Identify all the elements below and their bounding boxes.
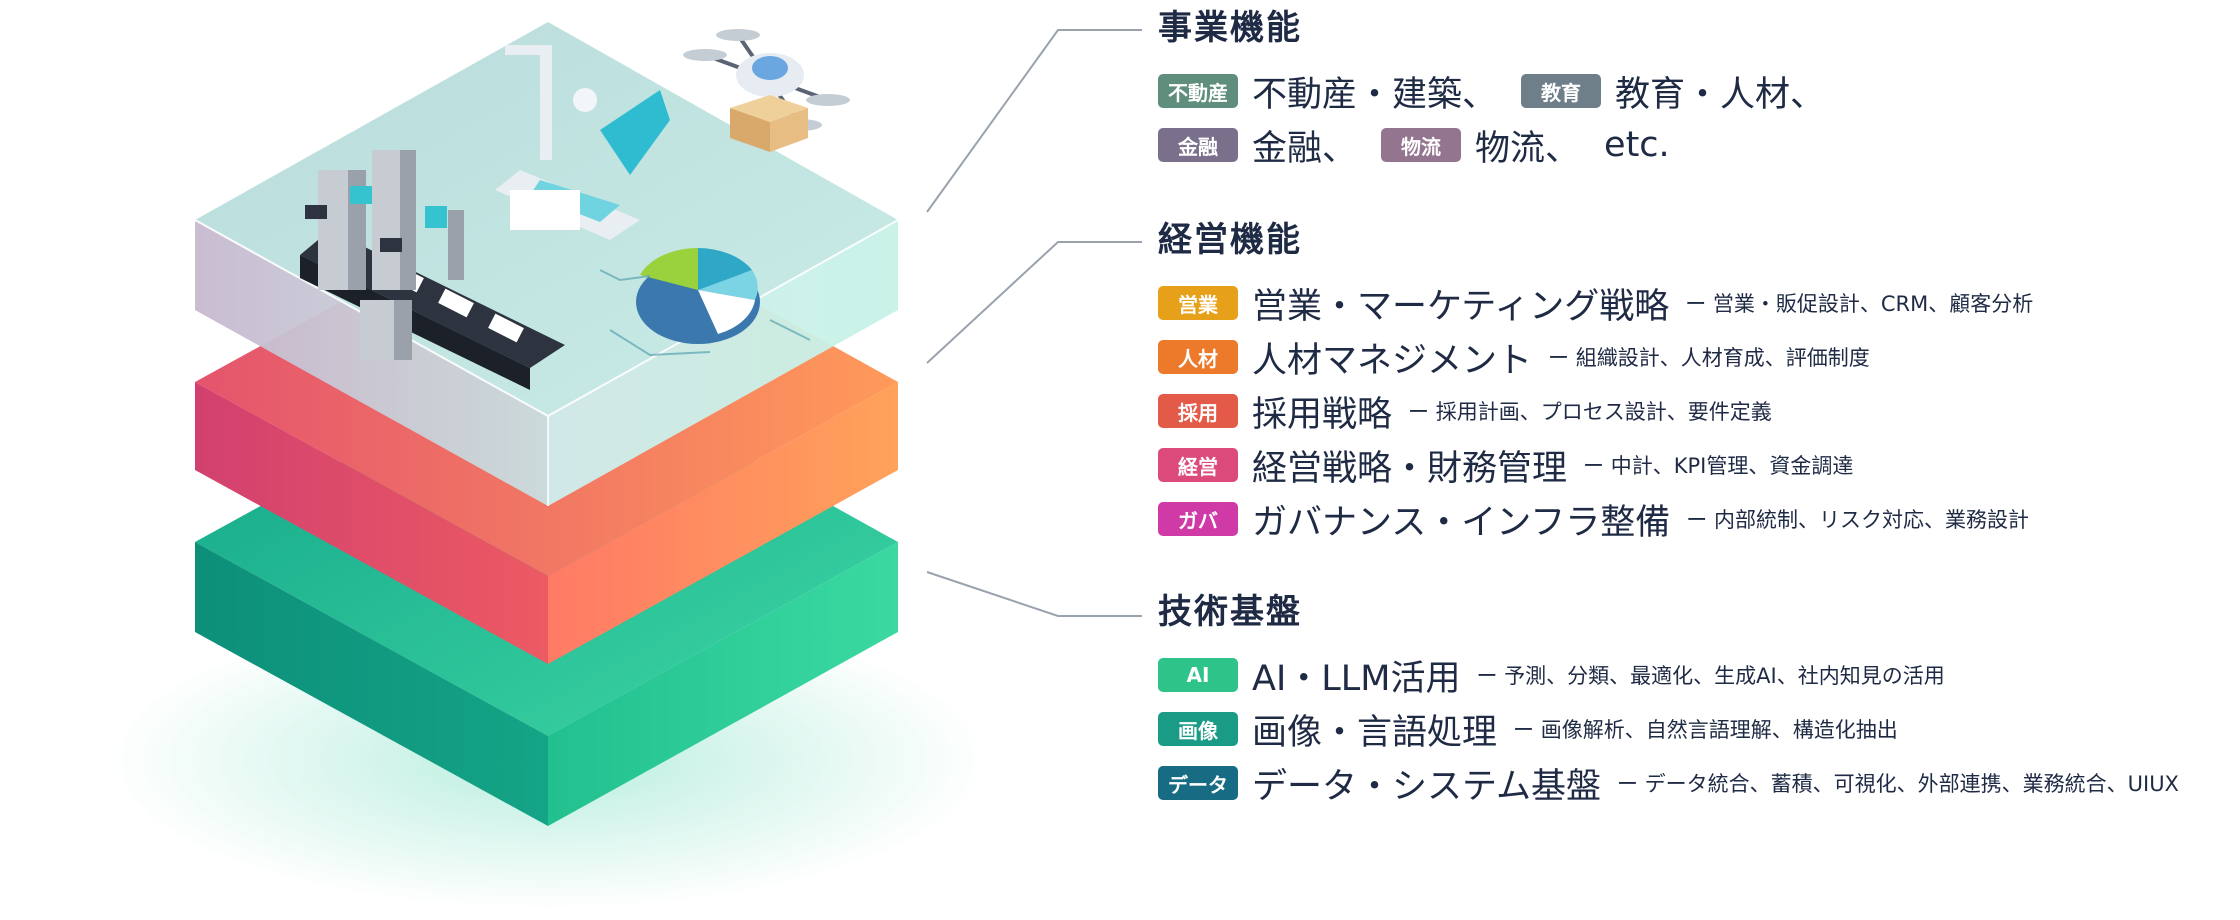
drone-icon bbox=[683, 29, 850, 152]
circuit-lines bbox=[599, 269, 811, 357]
badge-governance: ガバ bbox=[1158, 502, 1238, 536]
detail-hr: ー 組織設計、人材育成、評価制度 bbox=[1548, 346, 1870, 370]
badge-sales: 営業 bbox=[1158, 286, 1238, 320]
badge-finance: 金融 bbox=[1158, 128, 1238, 162]
detail-sales: ー 営業・販促設計、CRM、顧客分析 bbox=[1685, 292, 2034, 316]
management-row: 人材 人材マネジメント ー 組織設計、人材育成、評価制度 bbox=[1158, 330, 2033, 384]
section-title-business: 事業機能 bbox=[1158, 8, 1302, 48]
label-recruiting: 採用戦略 bbox=[1252, 394, 1393, 435]
label-real-estate: 不動産・建築、 bbox=[1252, 74, 1498, 115]
detail-recruiting: ー 採用計画、プロセス設計、要件定義 bbox=[1408, 400, 1772, 424]
badge-image: 画像 bbox=[1158, 712, 1238, 746]
tech-row: データ データ・システム基盤 ー データ統合、蓄積、可視化、外部連携、業務統合、… bbox=[1158, 756, 2179, 810]
detail-strategy: ー 中計、KPI管理、資金調達 bbox=[1583, 454, 1854, 478]
tech-row: 画像 画像・言語処理 ー 画像解析、自然言語理解、構造化抽出 bbox=[1158, 702, 2179, 756]
label-sales: 営業・マーケティング戦略 bbox=[1252, 286, 1670, 327]
management-row: 経営 経営戦略・財務管理 ー 中計、KPI管理、資金調達 bbox=[1158, 438, 2033, 492]
section-business: 事業機能 不動産 不動産・建築、 教育 教育・人材、 金融 金融、 物流 物流、… bbox=[1158, 6, 1825, 172]
label-education: 教育・人材、 bbox=[1615, 74, 1826, 115]
management-row: 営業 営業・マーケティング戦略 ー 営業・販促設計、CRM、顧客分析 bbox=[1158, 276, 2033, 330]
layer-stack-illustration bbox=[108, 22, 988, 910]
business-row-1: 不動産 不動産・建築、 教育 教育・人材、 bbox=[1158, 64, 1825, 118]
badge-logistics: 物流 bbox=[1381, 128, 1462, 162]
pie-chart-icon bbox=[636, 247, 760, 344]
label-image: 画像・言語処理 bbox=[1252, 712, 1498, 753]
badge-hr: 人材 bbox=[1158, 340, 1238, 374]
label-hr: 人材マネジメント bbox=[1252, 340, 1533, 381]
label-logistics: 物流、 bbox=[1475, 128, 1581, 169]
label-finance: 金融、 bbox=[1252, 128, 1358, 169]
section-title-tech: 技術基盤 bbox=[1158, 592, 1302, 632]
label-data: データ・システム基盤 bbox=[1252, 766, 1601, 807]
badge-education: 教育 bbox=[1521, 74, 1602, 108]
section-title-management: 経営機能 bbox=[1158, 220, 1302, 260]
detail-governance: ー 内部統制、リスク対応、業務設計 bbox=[1686, 508, 2029, 532]
badge-recruiting: 採用 bbox=[1158, 394, 1238, 428]
business-row-2: 金融 金融、 物流 物流、 etc. bbox=[1158, 118, 1825, 172]
detail-data: ー データ統合、蓄積、可視化、外部連携、業務統合、UIUX bbox=[1616, 772, 2179, 796]
label-governance: ガバナンス・インフラ整備 bbox=[1252, 502, 1671, 543]
label-etc: etc. bbox=[1604, 125, 1670, 165]
label-ai: AI・LLM活用 bbox=[1252, 658, 1461, 699]
badge-data: データ bbox=[1158, 766, 1238, 800]
section-tech: 技術基盤 AI AI・LLM活用 ー 予測、分類、最適化、生成AI、社内知見の活… bbox=[1158, 590, 2179, 810]
detail-ai: ー 予測、分類、最適化、生成AI、社内知見の活用 bbox=[1476, 664, 1945, 688]
management-row: ガバ ガバナンス・インフラ整備 ー 内部統制、リスク対応、業務設計 bbox=[1158, 492, 2033, 546]
conveyor-belt-icon bbox=[300, 230, 565, 368]
section-management: 経営機能 営業 営業・マーケティング戦略 ー 営業・販促設計、CRM、顧客分析 … bbox=[1158, 218, 2033, 546]
badge-real-estate: 不動産 bbox=[1158, 74, 1238, 108]
badge-strategy: 経営 bbox=[1158, 448, 1238, 482]
robot-arm-icon bbox=[305, 150, 464, 360]
badge-ai: AI bbox=[1158, 658, 1238, 692]
layer-business bbox=[194, 22, 899, 506]
dental-chair-icon bbox=[495, 45, 670, 240]
tech-row: AI AI・LLM活用 ー 予測、分類、最適化、生成AI、社内知見の活用 bbox=[1158, 648, 2179, 702]
management-row: 採用 採用戦略 ー 採用計画、プロセス設計、要件定義 bbox=[1158, 384, 2033, 438]
label-strategy: 経営戦略・財務管理 bbox=[1252, 448, 1568, 489]
detail-image: ー 画像解析、自然言語理解、構造化抽出 bbox=[1513, 718, 1898, 742]
